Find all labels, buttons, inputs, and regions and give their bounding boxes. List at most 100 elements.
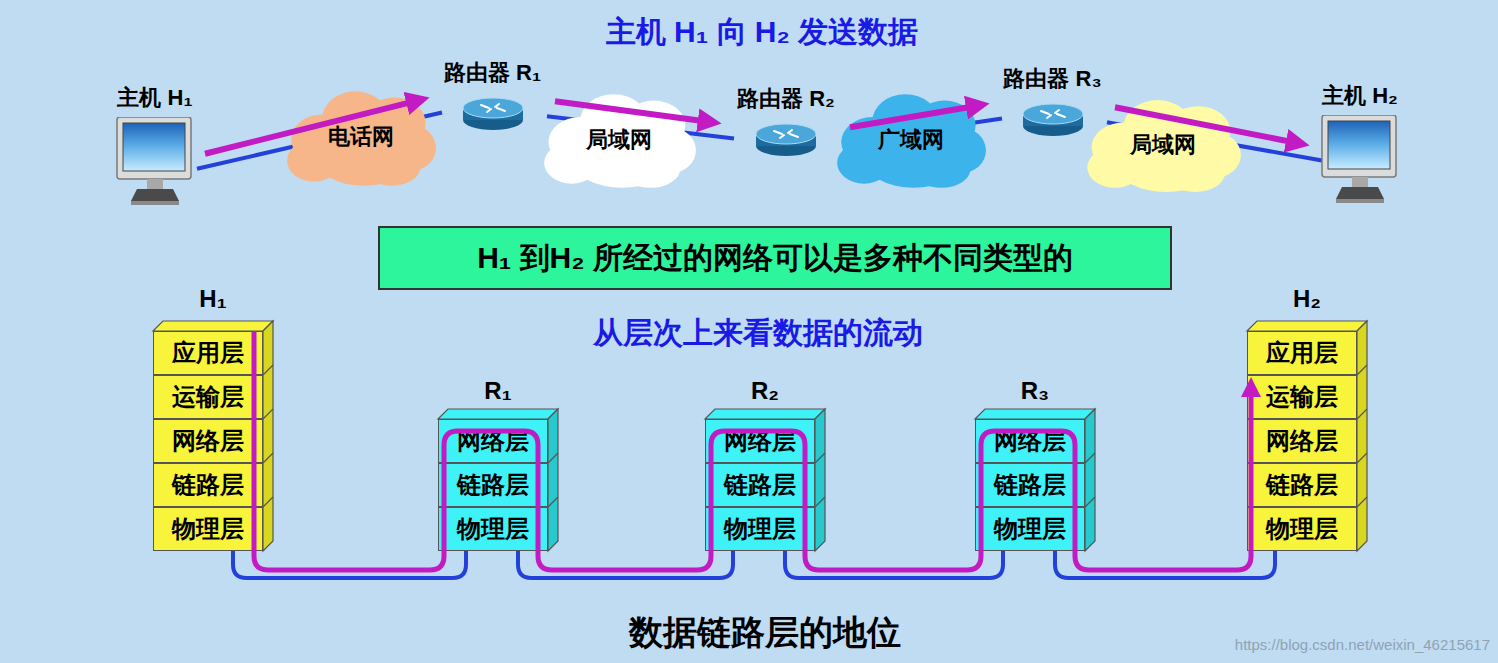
note-box: H₁ 到H₂ 所经过的网络可以是多种不同类型的: [378, 226, 1172, 290]
network-name: 电话网: [328, 124, 394, 150]
layer-box: 链路层: [153, 463, 263, 507]
monitor-base: [1336, 187, 1384, 199]
stack-side-edge: [548, 453, 558, 463]
layer-name: 物理层: [1266, 513, 1338, 545]
monitor-base: [131, 189, 179, 201]
stack-side-edge: [1357, 409, 1367, 419]
stack-side-edge: [263, 453, 273, 463]
layer-name: 网络层: [457, 425, 529, 457]
layer-box: 链路层: [975, 463, 1085, 507]
layer-box: 网络层: [1247, 419, 1357, 463]
network-cloud: 局域网: [1083, 94, 1243, 196]
layer-name: 运输层: [1266, 381, 1338, 413]
section-heading: 从层次上来看数据的流动: [378, 313, 1138, 354]
device-label: 路由器 R₃: [970, 66, 1135, 92]
monitor-base-edge: [1336, 199, 1384, 203]
protocol-stack: R₃网络层链路层物理层: [972, 375, 1098, 553]
stack-side-edge: [815, 453, 825, 463]
layer-box: 物理层: [438, 507, 548, 551]
layer-name: 链路层: [994, 469, 1066, 501]
layer-box: 链路层: [705, 463, 815, 507]
note-text: H₁ 到H₂ 所经过的网络可以是多种不同类型的: [477, 238, 1073, 279]
monitor-screen: [123, 123, 185, 171]
router: 路由器 R₃: [990, 66, 1115, 141]
monitor-frame: [1322, 115, 1396, 177]
layer-name: 运输层: [172, 381, 244, 413]
network-cloud: 电话网: [283, 85, 438, 190]
layer-name: 应用层: [1266, 337, 1338, 369]
device-label: 主机 H₂: [1290, 83, 1430, 109]
stack-side-face: [815, 409, 825, 551]
router-arrows: [1041, 110, 1065, 118]
router: 路由器 R₂: [722, 86, 850, 161]
layer-box: 物理层: [975, 507, 1085, 551]
cloud-lobe: [1165, 155, 1225, 192]
layer-name: 网络层: [1266, 425, 1338, 457]
network-name: 广域网: [878, 127, 944, 153]
cloud-text-area: 局域网: [540, 88, 698, 192]
stack-side-face: [1357, 321, 1367, 551]
data-flow-path: [254, 331, 1251, 570]
stack-top-face: [705, 409, 825, 419]
layer-box: 物理层: [705, 507, 815, 551]
router-top: [756, 124, 816, 144]
protocol-stack: H₁ 应用层运输层网络层链路层物理层: [150, 283, 276, 553]
watermark: https://blog.csdn.net/weixin_46215617: [1100, 636, 1490, 653]
stack-side-face: [548, 409, 558, 551]
layer-box: 物理层: [1247, 507, 1357, 551]
network-name: 局域网: [1130, 132, 1196, 158]
stack-side-edge: [1357, 497, 1367, 507]
router-arrows: [481, 104, 505, 112]
layer-name: 链路层: [172, 469, 244, 501]
protocol-stack: R₁ 网络层链路层物理层: [435, 375, 561, 553]
diagram-title: 主机 H₁ 向 H₂ 发送数据: [380, 12, 1144, 53]
network-name: 局域网: [586, 127, 652, 153]
layer-name: 物理层: [457, 513, 529, 545]
stack-heading: H₁: [150, 285, 276, 313]
stack-top-face: [975, 409, 1095, 419]
monitor-icon: [1320, 115, 1400, 205]
host-computer: 主机 H₂: [1310, 83, 1410, 208]
layer-box: 链路层: [438, 463, 548, 507]
stack-side-edge: [548, 497, 558, 507]
stack-side-face: [263, 321, 273, 551]
layer-box: 运输层: [1247, 375, 1357, 419]
layer-box: 网络层: [153, 419, 263, 463]
layer-name: 物理层: [994, 513, 1066, 545]
host-computer: 主机 H₁: [105, 85, 205, 210]
monitor-screen: [1328, 121, 1390, 169]
layer-name: 网络层: [172, 425, 244, 457]
diagram-caption: 数据链路层的地位: [365, 610, 1165, 656]
protocol-stack: H₂应用层运输层网络层链路层物理层: [1244, 283, 1370, 553]
cloud-lobe: [363, 148, 421, 186]
layer-name: 链路层: [1266, 469, 1338, 501]
layer-name: 应用层: [172, 337, 244, 369]
stack-heading: R₂: [702, 377, 828, 405]
layer-box: 网络层: [705, 419, 815, 463]
layer-box: 应用层: [153, 331, 263, 375]
layer-name: 网络层: [724, 425, 796, 457]
stack-side-edge: [263, 365, 273, 375]
layer-name: 网络层: [994, 425, 1066, 457]
cloud-text-area: 局域网: [1083, 94, 1243, 196]
layer-box: 应用层: [1247, 331, 1357, 375]
device-label: 路由器 R₂: [702, 86, 870, 112]
monitor-icon: [115, 117, 195, 207]
layer-box: 物理层: [153, 507, 263, 551]
layer-name: 物理层: [724, 513, 796, 545]
layer-box: 运输层: [153, 375, 263, 419]
network-cloud: 局域网: [540, 88, 698, 192]
stack-side-edge: [1357, 453, 1367, 463]
stack-side-edge: [1085, 497, 1095, 507]
protocol-stack: R₂ 网络层链路层物理层: [702, 375, 828, 553]
router-top: [463, 98, 523, 118]
stack-side-face: [1085, 409, 1095, 551]
stack-side-edge: [1357, 365, 1367, 375]
stack-side-edge: [1085, 453, 1095, 463]
stack-top-face: [153, 321, 273, 331]
stack-heading: R₁: [435, 377, 561, 405]
stack-top-face: [1247, 321, 1367, 331]
router-icon: [754, 119, 818, 159]
stack-side-edge: [263, 497, 273, 507]
